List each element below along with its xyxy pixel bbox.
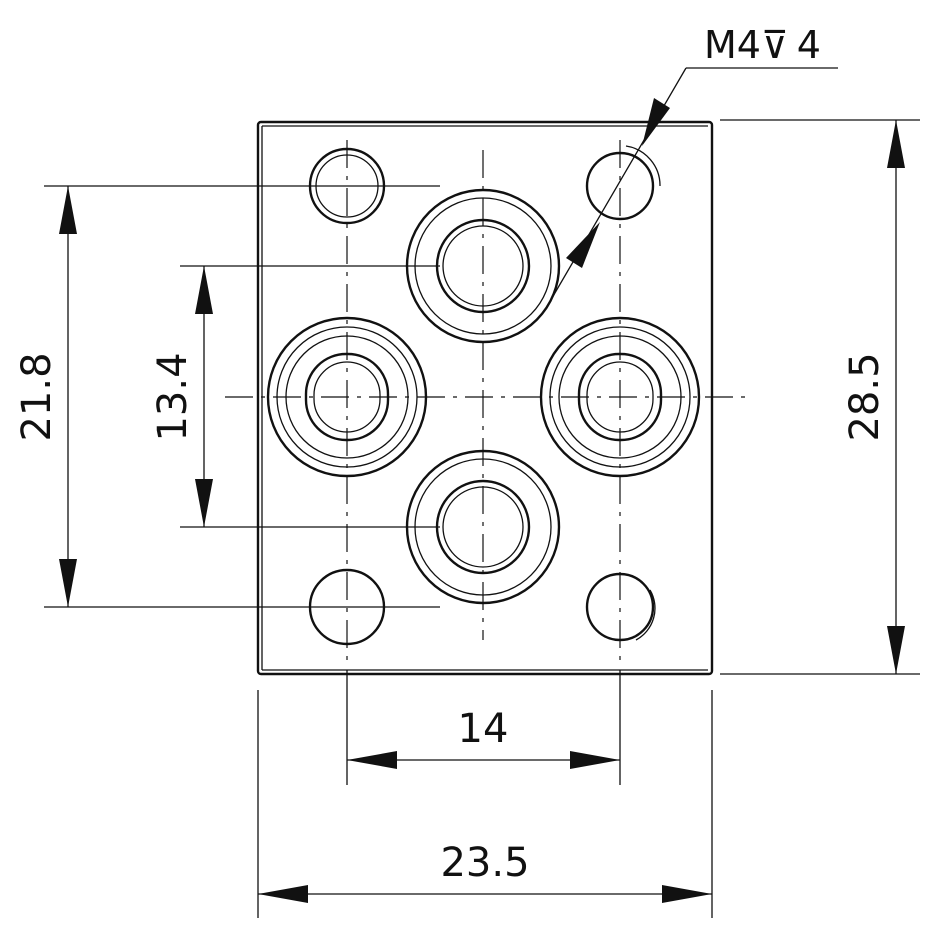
dim-line-port-spacing-y: [195, 266, 213, 527]
dim-overall-width: 23.5: [440, 840, 529, 886]
dim-overall-height: 28.5: [842, 352, 888, 441]
depth-symbol: ⊽: [761, 23, 789, 67]
thread-note: M4⊽4: [704, 23, 821, 67]
dim-line-mount-spacing-y: [59, 186, 77, 607]
dim-line-overall-width: [258, 885, 712, 903]
dim-port-spacing-y: 13.4: [150, 352, 196, 441]
thread-note-leader: [551, 67, 838, 299]
center-lines: [225, 140, 745, 660]
dim-mount-spacing-y: 21.8: [14, 352, 60, 441]
thread-size: M4: [704, 23, 761, 67]
thread-depth: 4: [797, 23, 821, 67]
extension-lines: [44, 119, 920, 918]
mount-hole-top-right: [585, 145, 661, 221]
dim-line-overall-height: [887, 120, 905, 674]
dim-mount-spacing-x: 14: [458, 706, 509, 752]
dim-line-mount-spacing-x: [347, 751, 620, 769]
plate-outline: [256, 120, 714, 676]
mount-hole-bottom-right: [585, 572, 656, 642]
